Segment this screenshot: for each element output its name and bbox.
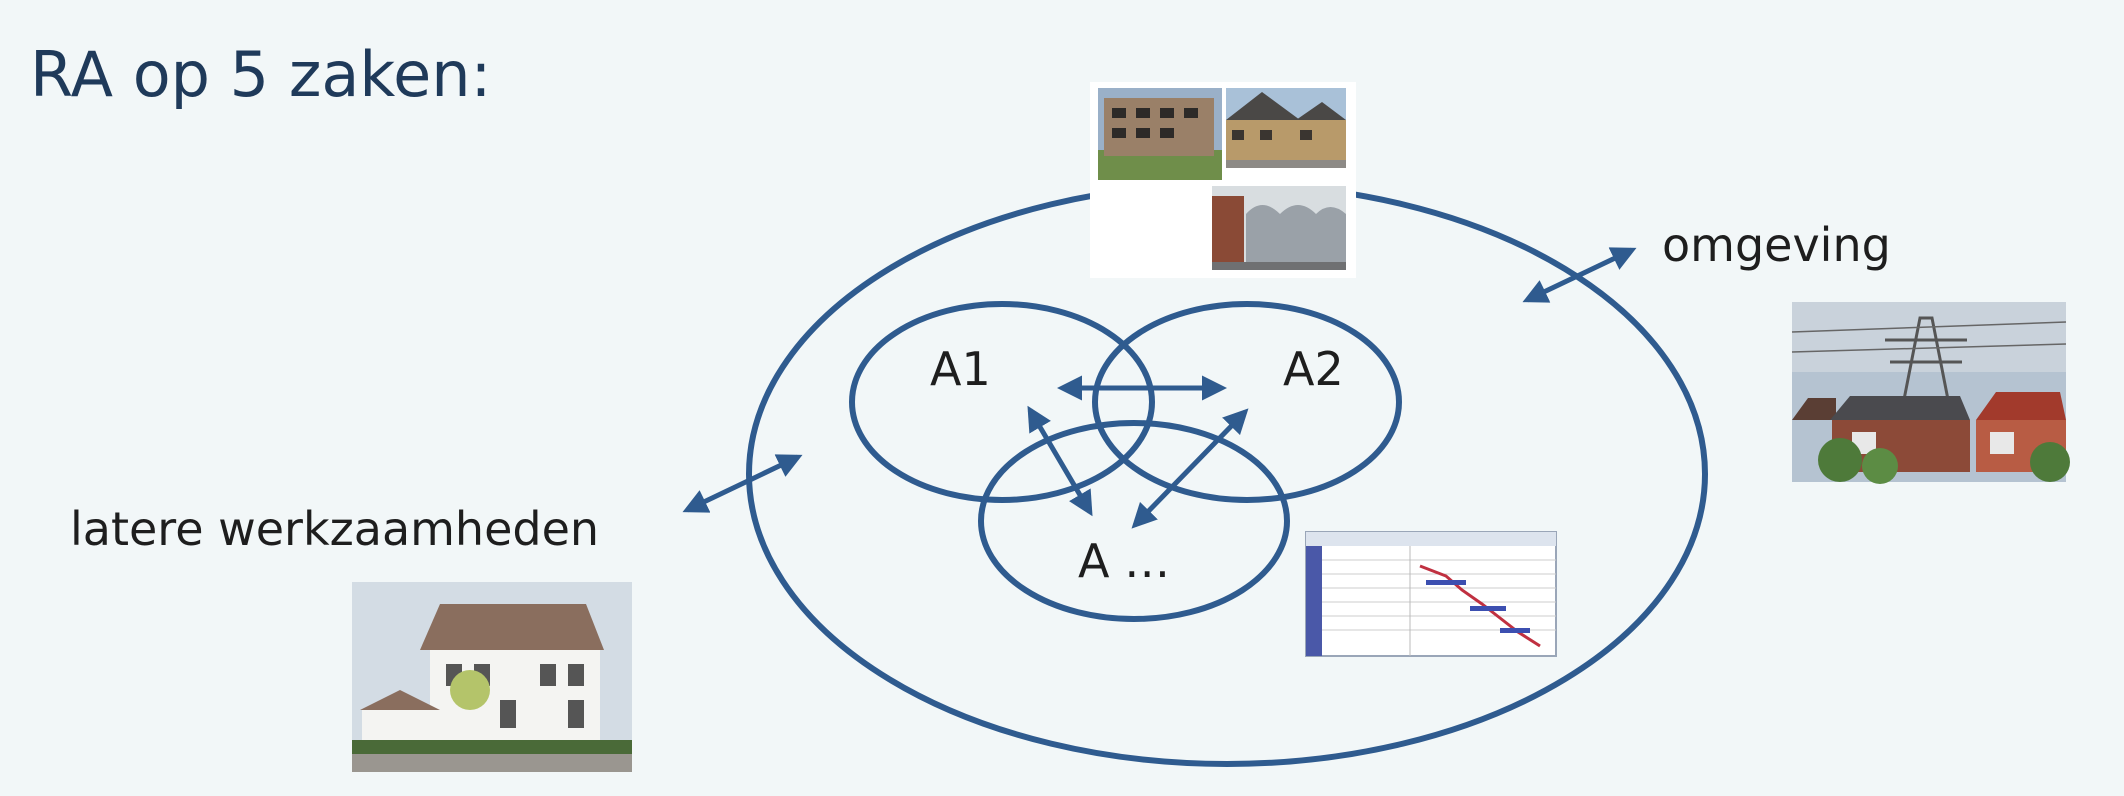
label-a2: A2	[1283, 342, 1344, 396]
arrow-later-work	[682, 454, 803, 513]
circle-a1	[849, 301, 1155, 503]
slide-title: RA op 5 zaken:	[30, 38, 492, 111]
label-environment: omgeving	[1662, 218, 1891, 272]
circle-a2	[1092, 301, 1402, 503]
gantt-planning-screenshot	[1305, 531, 1557, 657]
project-photo-collage	[1090, 82, 1356, 278]
label-a1: A1	[930, 342, 991, 396]
arrow-a1-amore	[1027, 405, 1093, 517]
arrow-a2-amore	[1131, 408, 1249, 529]
label-a-more: A …	[1078, 534, 1171, 588]
later-work-photo	[352, 582, 632, 772]
label-later-work: latere werkzaamheden	[70, 502, 600, 556]
arrow-environment	[1522, 247, 1637, 303]
environment-photo	[1791, 302, 2070, 484]
